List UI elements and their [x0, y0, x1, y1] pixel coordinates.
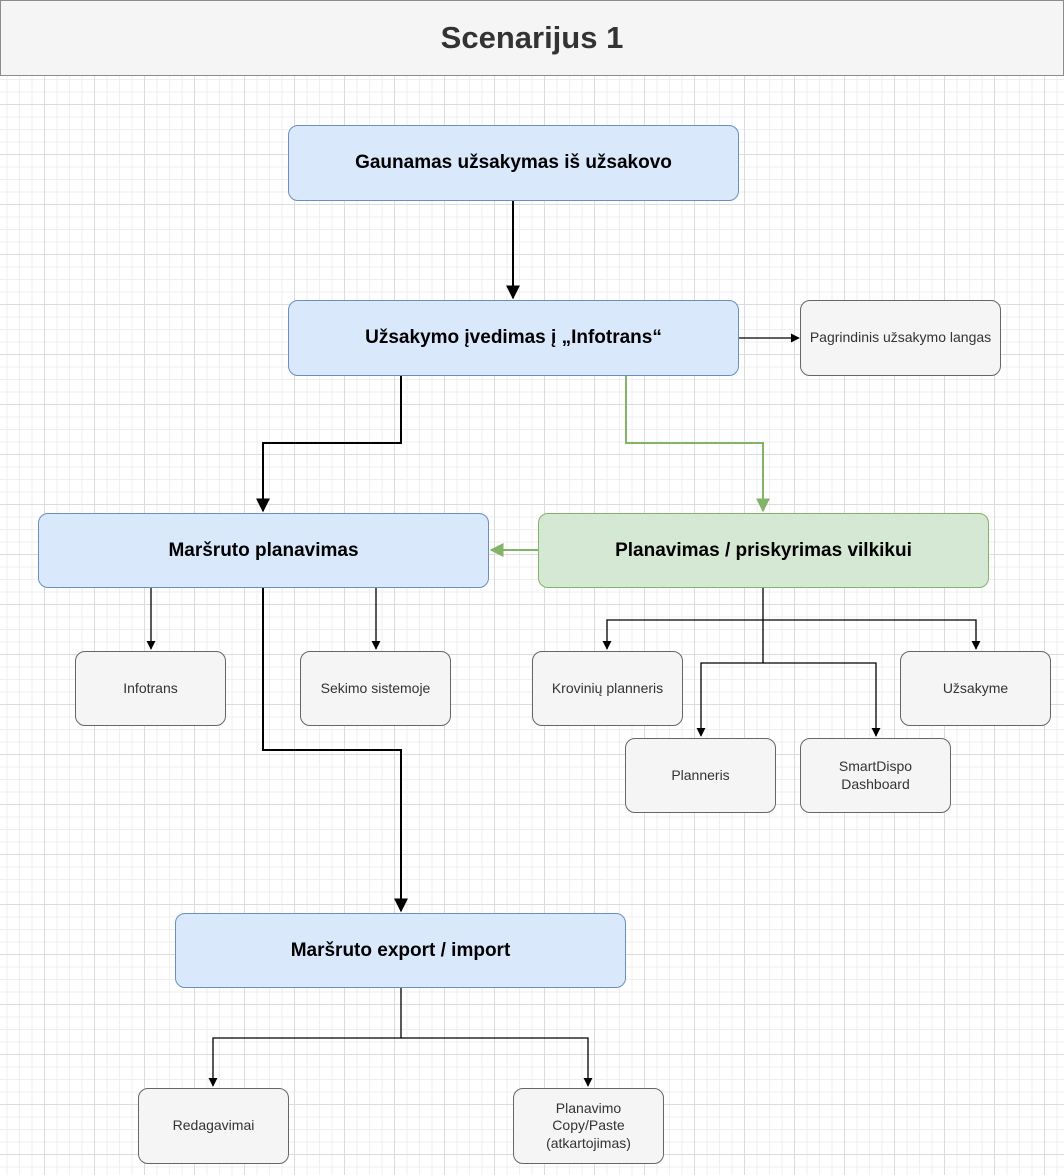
node-truck-assignment[interactable]: Planavimas / priskyrimas vilkikui [538, 513, 989, 588]
node-label: Infotrans [123, 679, 178, 696]
node-route-export-import[interactable]: Maršruto export / import [175, 913, 626, 988]
edge-export-to-edits [208, 988, 402, 1087]
node-label: Užsakymo įvedimas į „Infotrans“ [365, 327, 662, 349]
node-infotrans[interactable]: Infotrans [75, 651, 226, 726]
node-in-order[interactable]: Užsakyme [900, 651, 1051, 726]
node-label: Pagrindinis užsakymo langas [809, 329, 992, 346]
node-label: Planavimo Copy/Paste (atkartojimas) [546, 1099, 631, 1151]
node-cargo-planner[interactable]: Krovinių planneris [532, 651, 683, 726]
node-label: Planavimas / priskyrimas vilkikui [615, 539, 912, 561]
node-label: Planneris [671, 766, 730, 783]
node-label: Krovinių planneris [551, 679, 664, 696]
edge-entry-to-route-planning [256, 376, 402, 513]
node-smartdispo-dashboard[interactable]: SmartDispo Dashboard [800, 738, 951, 813]
node-route-planning[interactable]: Maršruto planavimas [38, 513, 489, 588]
edge-truck-to-cargo-planner [602, 588, 764, 650]
node-label: Redagavimai [172, 1117, 255, 1134]
node-label: Maršruto planavimas [168, 539, 359, 561]
node-order-entry[interactable]: Užsakymo įvedimas į „Infotrans“ [288, 300, 739, 376]
node-label: Gaunamas užsakymas iš užsakovo [355, 152, 672, 174]
node-order-received[interactable]: Gaunamas užsakymas iš užsakovo [288, 125, 739, 201]
node-label: Užsakyme [942, 679, 1009, 696]
node-edits[interactable]: Redagavimai [138, 1088, 289, 1164]
edge-truck-to-planner [696, 620, 764, 737]
node-label: SmartDispo Dashboard [838, 758, 913, 792]
node-planner[interactable]: Planneris [625, 738, 776, 813]
edge-route-planning-to-export [262, 588, 408, 913]
edge-truck-to-in-order [763, 619, 981, 650]
edge-entry-to-truck-assignment [625, 376, 770, 513]
node-label: Maršruto export / import [290, 939, 511, 961]
node-tracking-system[interactable]: Sekimo sistemoje [300, 651, 451, 726]
node-main-order-window[interactable]: Pagrindinis užsakymo langas [800, 300, 1001, 376]
edge-export-to-copy-paste [401, 1037, 593, 1087]
edge-truck-to-smartdispo [763, 662, 881, 737]
node-label: Sekimo sistemoje [320, 679, 431, 696]
diagram-title: Scenarijus 1 [0, 0, 1064, 76]
node-copy-paste[interactable]: Planavimo Copy/Paste (atkartojimas) [513, 1088, 664, 1164]
